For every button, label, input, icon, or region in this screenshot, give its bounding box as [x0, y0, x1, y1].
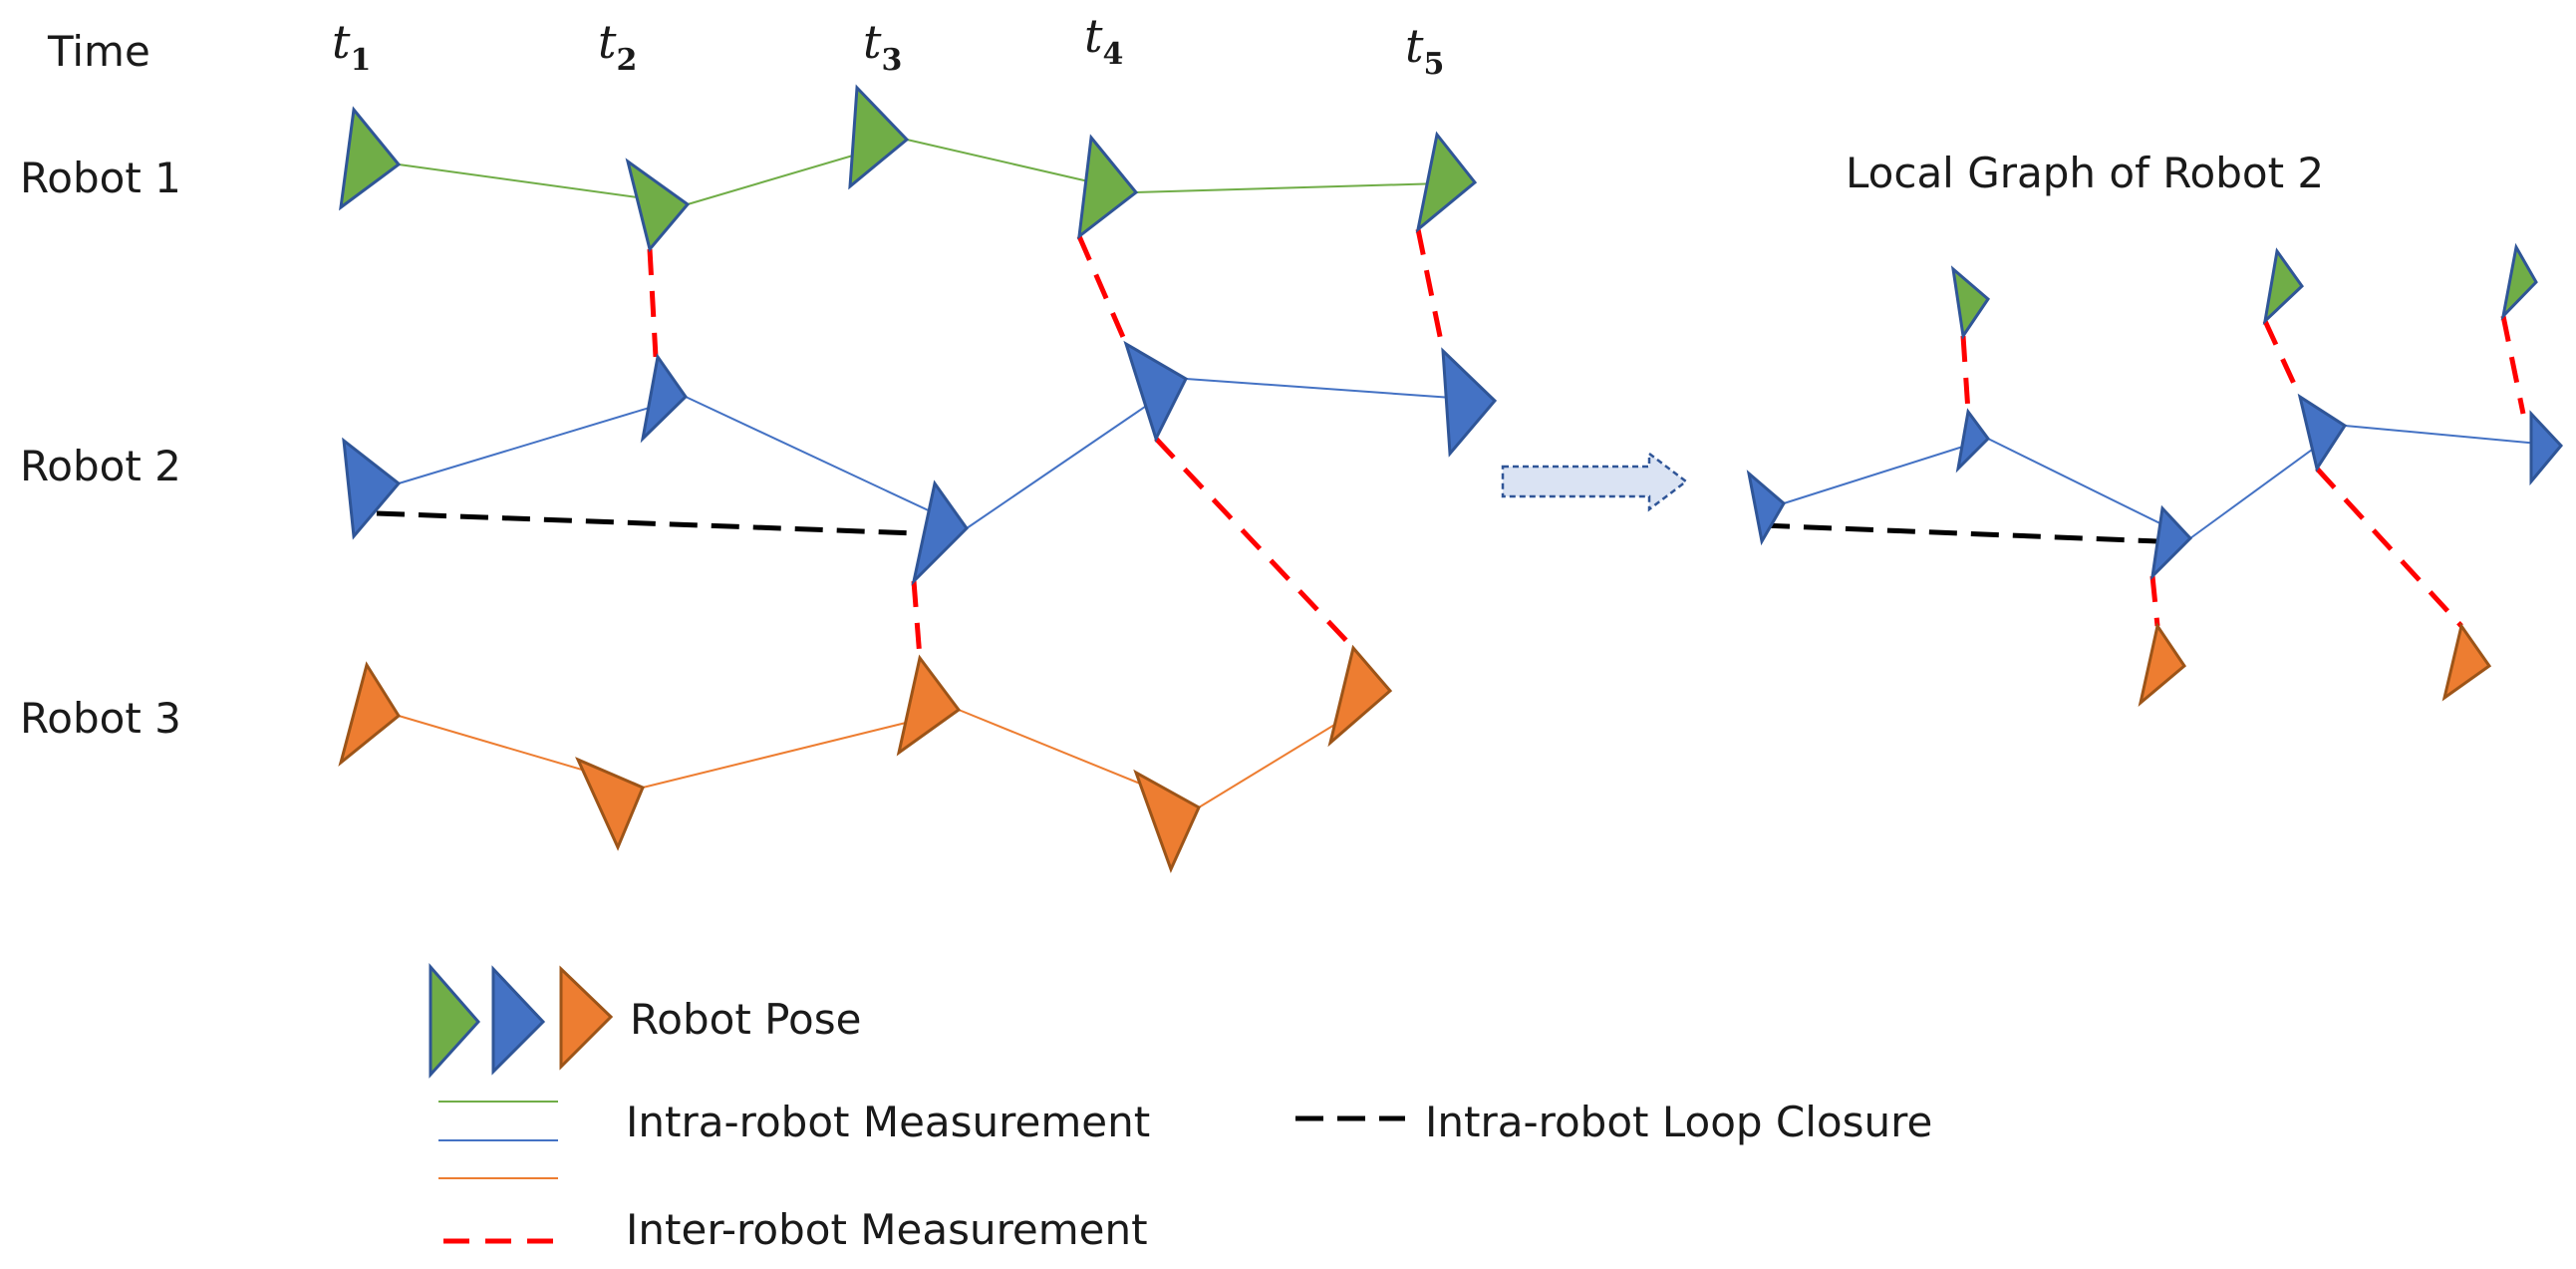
loop-closure-main — [376, 510, 918, 536]
pose-r3-t2 — [575, 757, 645, 851]
pose-r2-t3 — [911, 479, 969, 586]
local-pose-r3-t3 — [2138, 622, 2186, 707]
timestep-label-5: t5 — [1405, 19, 1444, 82]
pose-r1-t1 — [339, 106, 402, 211]
edge-r2-t4-t5 — [1185, 378, 1496, 402]
pose-r1-t3 — [848, 84, 910, 190]
inter-edge-t4-r1-r2 — [1076, 235, 1129, 345]
pose-r1-t4 — [1077, 134, 1139, 240]
edge-r2-t1-t2 — [398, 396, 687, 484]
inter-robot-edges-local — [1960, 315, 2526, 628]
local-pose-r2-t1 — [1746, 470, 1786, 546]
pose-r3-t1 — [338, 661, 401, 768]
main-graph — [338, 84, 1498, 873]
local-inter-edge-t4-r1 — [2262, 319, 2303, 399]
timestep-label-2: t2 — [598, 15, 637, 78]
inter-edge-t4r2-t5r3 — [1154, 437, 1355, 650]
local-inter-edge-t3-r3 — [2149, 575, 2160, 627]
pose-r1-t2 — [625, 158, 691, 253]
inter-edge-t3-r2-r3 — [911, 580, 923, 659]
legend-label-loop-closure: Intra-robot Loop Closure — [1425, 1098, 1932, 1146]
pose-r3-t4 — [1133, 769, 1201, 873]
robot-poses-local — [1746, 242, 2564, 707]
local-pose-r1-t4 — [2262, 247, 2304, 326]
pose-r3-t5 — [1327, 644, 1393, 748]
local-graph-title: Local Graph of Robot 2 — [1846, 149, 2324, 197]
row-label-robot-1: Robot 1 — [20, 154, 181, 202]
local-inter-edge-t4-r3 — [2315, 467, 2463, 628]
edge-r1-t4-t5 — [1135, 181, 1476, 193]
timestep-labels: t1 t2 t3 t4 t5 — [332, 9, 1444, 82]
pose-r2-t5 — [1441, 347, 1498, 458]
legend-pose-green — [429, 963, 481, 1079]
pose-r2-t1 — [342, 437, 402, 540]
local-edge-t2-t3 — [1987, 438, 2191, 539]
local-pose-r1-t5 — [2500, 242, 2538, 321]
timestep-label-4: t4 — [1084, 9, 1123, 72]
inter-robot-edges-main — [647, 228, 1446, 659]
legend: Robot Pose Intra-robot Measurement Intra… — [429, 963, 1932, 1254]
robot-poses-main — [338, 84, 1498, 873]
local-pose-r2-t4 — [2297, 393, 2348, 473]
legend-label-inter-measurement: Inter-robot Measurement — [626, 1205, 1148, 1254]
legend-label-intra-measurement: Intra-robot Measurement — [626, 1098, 1150, 1146]
row-label-robot-3: Robot 3 — [20, 694, 181, 743]
local-inter-edge-t5-r1 — [2500, 315, 2526, 415]
transition-arrow — [1501, 451, 1689, 512]
pose-r3-t3 — [896, 654, 962, 757]
local-pose-r2-t2 — [1955, 408, 1990, 474]
inter-edge-t2-r1-r2 — [647, 248, 659, 358]
local-inter-edge-t2-r1 — [1960, 335, 1971, 413]
timestep-label-3: t3 — [863, 15, 902, 78]
inter-edge-t5-r1-r2 — [1415, 228, 1446, 352]
timestep-label-1: t1 — [332, 15, 371, 78]
local-pose-r1-t2 — [1950, 265, 1990, 341]
local-edge-t1-t2 — [1783, 438, 1989, 504]
edge-r2-t2-t3 — [685, 396, 968, 529]
pose-r2-t2 — [640, 353, 688, 444]
local-graph — [1746, 242, 2564, 707]
legend-label-pose: Robot Pose — [630, 995, 861, 1044]
local-pose-r3-t4 — [2441, 622, 2492, 702]
pose-r1-t5 — [1415, 131, 1478, 233]
loop-closure-local — [1761, 522, 2158, 544]
legend-pose-orange — [559, 965, 614, 1071]
local-edge-t4-t5 — [2344, 425, 2562, 447]
time-label: Time — [47, 27, 150, 76]
legend-pose-icons — [429, 963, 614, 1079]
legend-pose-blue — [491, 965, 546, 1076]
pose-r2-t4 — [1123, 340, 1188, 443]
local-pose-r2-t3 — [2149, 504, 2193, 581]
local-pose-r2-t5 — [2529, 410, 2564, 486]
row-label-robot-2: Robot 2 — [20, 442, 181, 490]
